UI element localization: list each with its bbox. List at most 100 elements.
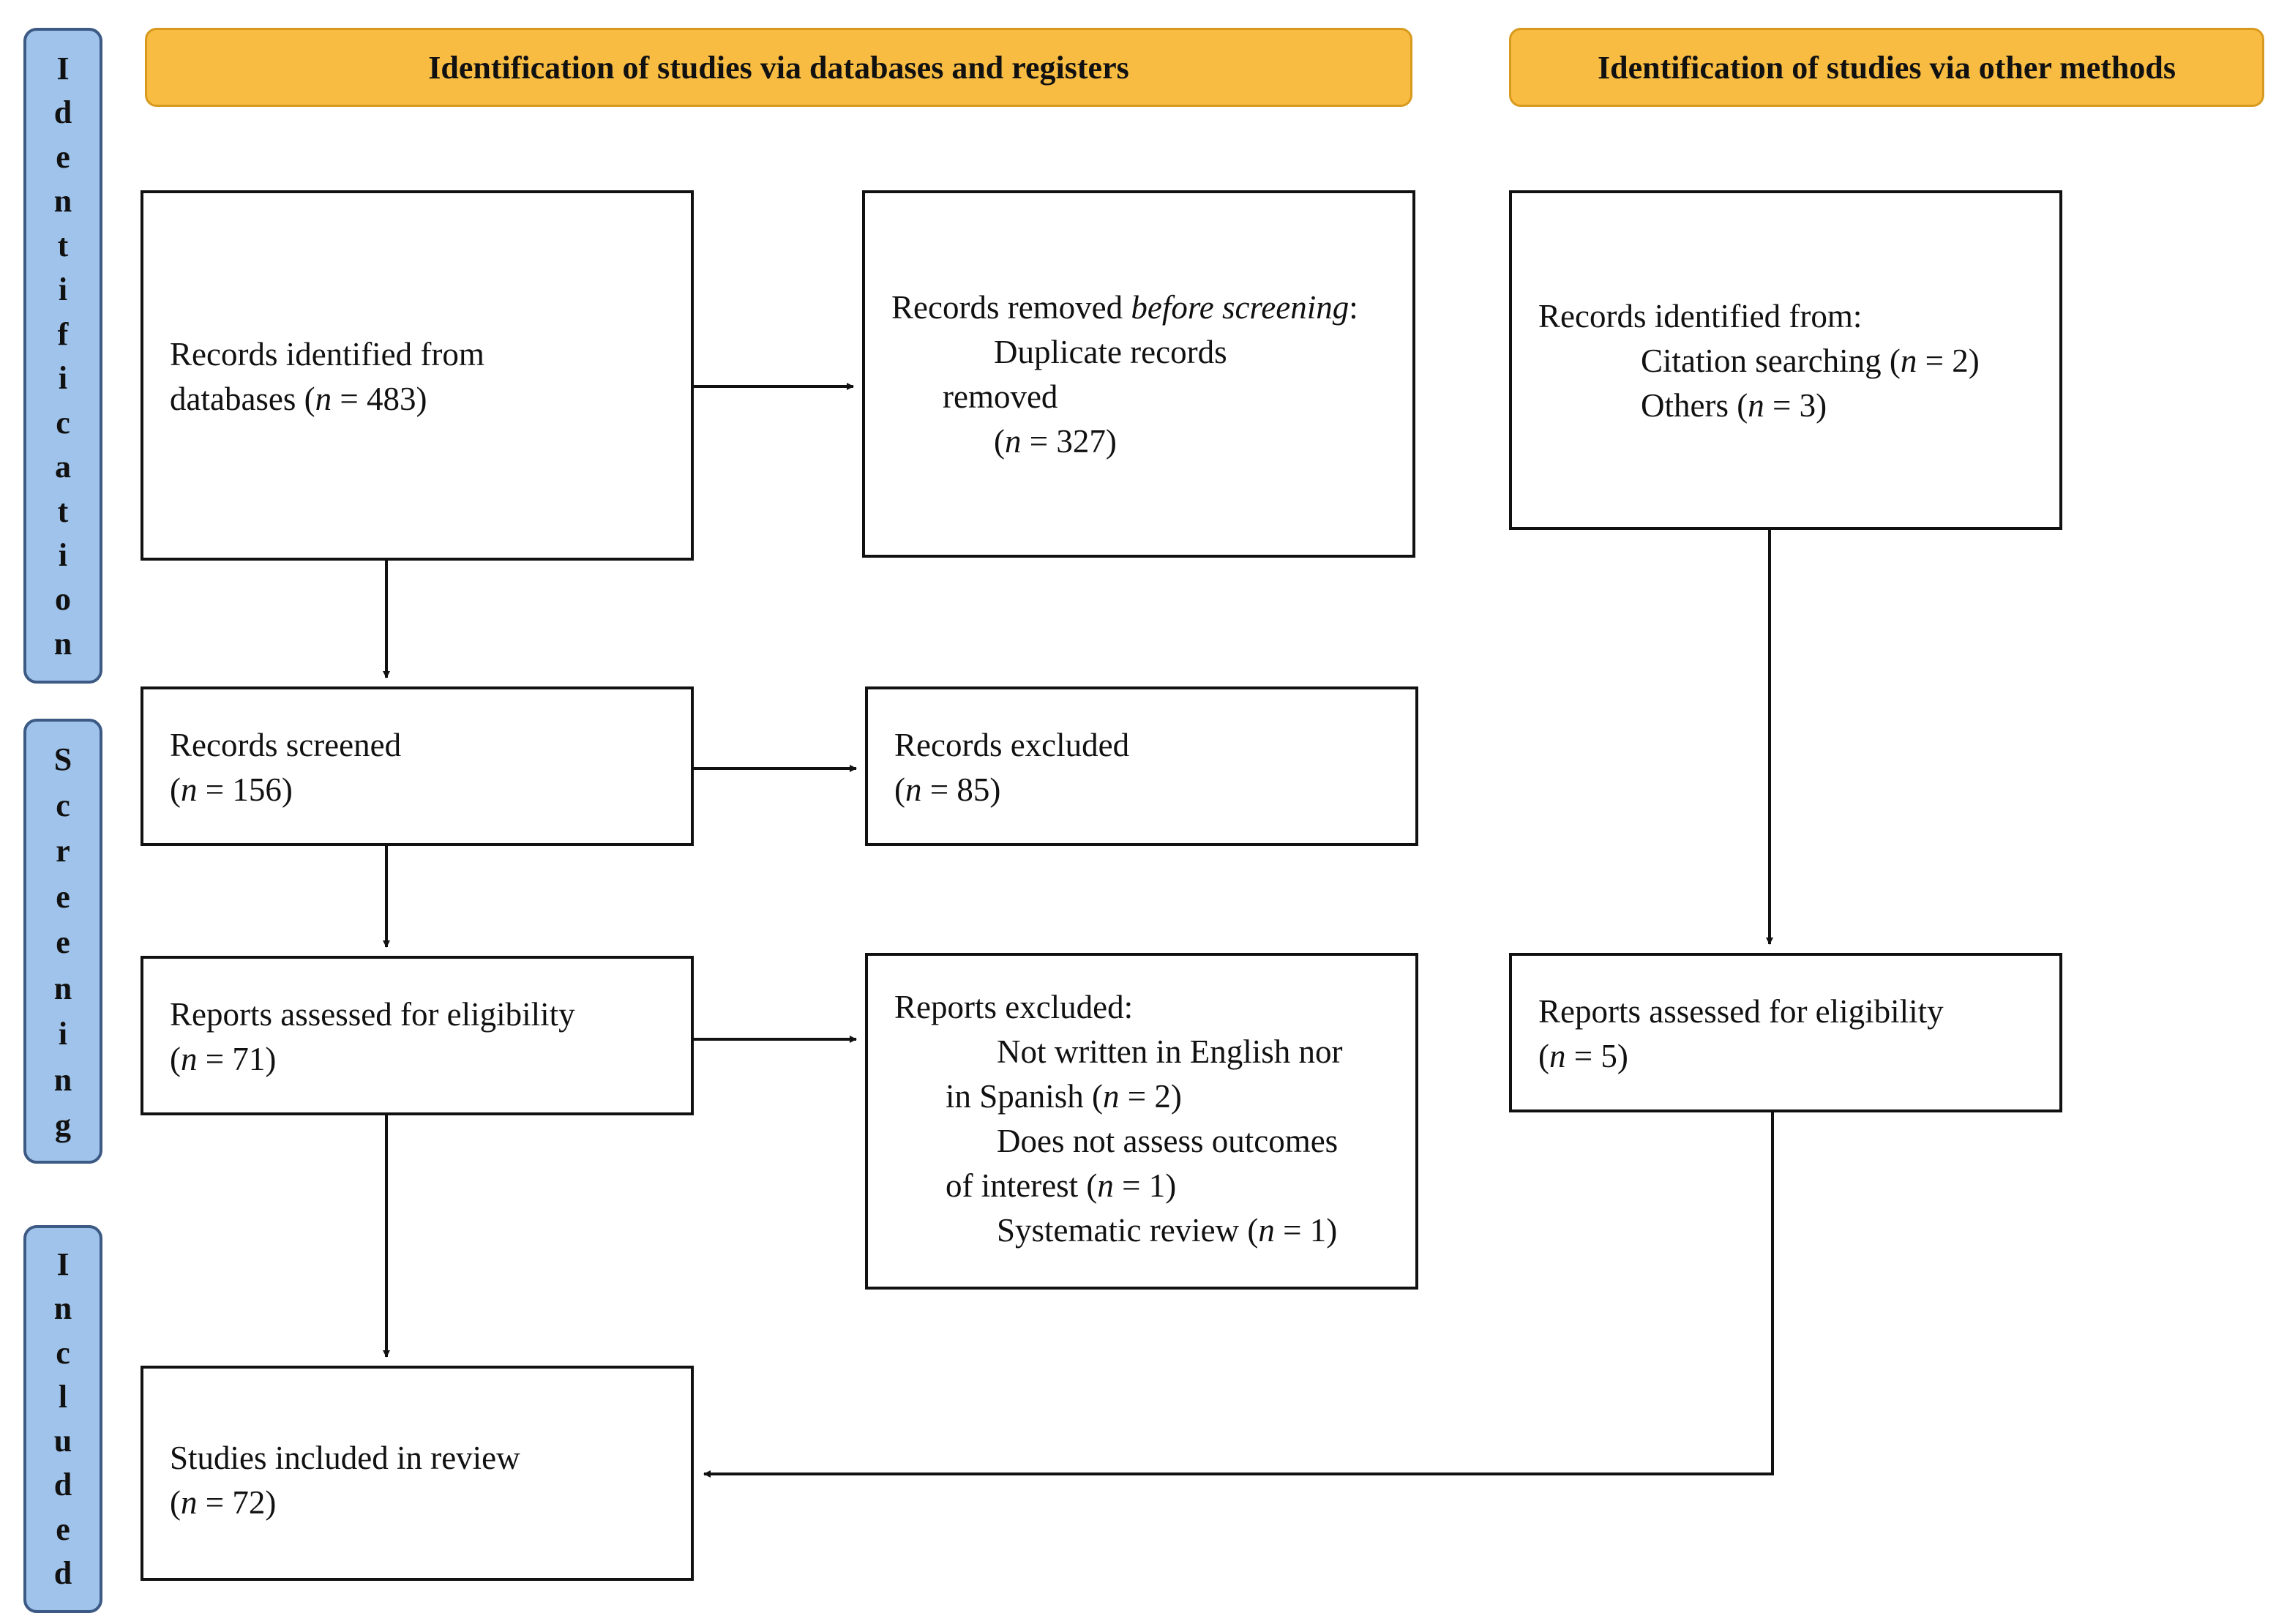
- n-label: n: [1549, 1038, 1566, 1074]
- reports-excluded-line5: of interest (n = 1): [894, 1164, 1415, 1208]
- text-part: = 1): [1274, 1212, 1338, 1249]
- text-part: of interest (: [946, 1167, 1098, 1204]
- n-label: n: [1097, 1167, 1114, 1204]
- text-part: = 85): [921, 771, 1001, 808]
- phase-letter: e: [56, 878, 70, 915]
- studies-included-box: Studies included in review (n = 72): [141, 1366, 694, 1581]
- text-part: Citation searching (: [1641, 343, 1901, 379]
- phase-letter: I: [56, 50, 70, 86]
- phase-letter: e: [56, 924, 70, 960]
- reports-assessed-other-box: Reports assessed for eligibility (n = 5): [1509, 953, 2062, 1112]
- text-part: = 3): [1764, 387, 1827, 424]
- arrow-other-assessed-to-included: [703, 1112, 1774, 1478]
- records-removed-line1: Records removed before screening:: [891, 285, 1412, 330]
- reports-assessed-line2: (n = 71): [170, 1037, 691, 1082]
- phase-letter: l: [58, 1378, 68, 1415]
- n-label: n: [181, 1041, 198, 1077]
- phase-letter: a: [55, 449, 71, 485]
- records-removed-line3: removed: [943, 378, 1058, 415]
- phase-letter: d: [53, 1467, 72, 1503]
- phase-letter: e: [56, 1511, 70, 1547]
- reports-excluded-line4: Does not assess outcomes: [997, 1123, 1339, 1159]
- records-other-line3: Others (n = 3): [1538, 383, 2059, 428]
- text-part: in Spanish (: [946, 1078, 1104, 1115]
- reports-assessed-other-line1: Reports assessed for eligibility: [1538, 993, 1944, 1030]
- phase-letter: c: [56, 1334, 70, 1371]
- text-part: Others (: [1641, 387, 1748, 424]
- n-label: n: [181, 1484, 198, 1521]
- text-part: = 5): [1565, 1038, 1628, 1074]
- records-screened-box: Records screened (n = 156): [141, 686, 694, 846]
- phase-letter: I: [56, 1246, 70, 1282]
- n-label: n: [1748, 387, 1764, 424]
- studies-included-line2: (n = 72): [170, 1481, 691, 1525]
- records-screened-line2: (n = 156): [170, 768, 691, 812]
- text-part: = 1): [1113, 1167, 1177, 1204]
- reports-assessed-line1: Reports assessed for eligibility: [170, 996, 575, 1033]
- text-part: (: [170, 1484, 181, 1521]
- header-databases-registers: Identification of studies via databases …: [145, 28, 1412, 107]
- records-removed-line2: Duplicate records: [994, 334, 1227, 370]
- records-identified-line2: databases (n = 483): [170, 377, 691, 422]
- studies-included-line1: Studies included in review: [170, 1440, 520, 1476]
- text-part: = 72): [197, 1484, 277, 1521]
- text-part: = 2): [1917, 343, 1980, 379]
- phase-letter: c: [56, 404, 70, 441]
- records-removed-box: Records removed before screening: Duplic…: [862, 190, 1415, 558]
- n-label: n: [1103, 1078, 1120, 1115]
- text-part: = 327): [1021, 423, 1117, 460]
- phase-letter: S: [53, 741, 72, 777]
- reports-excluded-line2: Not written in English nor: [997, 1033, 1343, 1070]
- n-label: n: [1900, 343, 1917, 379]
- header-other-methods: Identification of studies via other meth…: [1509, 28, 2264, 107]
- text-part: (: [1538, 1038, 1549, 1074]
- records-other-line1: Records identified from:: [1538, 298, 1863, 334]
- phase-letter: n: [53, 183, 72, 220]
- text-part: Records removed: [891, 289, 1131, 326]
- phase-letter: e: [56, 138, 70, 175]
- text-part: Systematic review (: [997, 1212, 1259, 1249]
- text-part: = 156): [197, 771, 293, 808]
- phase-letter: n: [53, 1061, 72, 1098]
- n-label: n: [315, 381, 332, 417]
- phase-letter: t: [57, 227, 69, 263]
- text-part: = 2): [1119, 1078, 1182, 1115]
- reports-assessed-other-line2: (n = 5): [1538, 1034, 2059, 1079]
- n-label: n: [181, 771, 198, 808]
- before-screening-text: before screening: [1131, 289, 1349, 326]
- phase-letter: n: [53, 970, 72, 1006]
- phase-letter: n: [53, 625, 72, 662]
- text-part: (: [170, 1041, 181, 1077]
- text-part: = 71): [197, 1041, 277, 1077]
- text-part: (: [994, 423, 1005, 460]
- records-identified-box: Records identified from databases (n = 4…: [141, 190, 694, 561]
- phase-letter: f: [57, 315, 69, 352]
- text-part: :: [1349, 289, 1358, 326]
- n-label: n: [1258, 1212, 1275, 1249]
- records-other-methods-box: Records identified from: Citation search…: [1509, 190, 2062, 530]
- text-part: databases (: [170, 381, 315, 417]
- phase-letter: c: [56, 787, 70, 823]
- n-label: n: [905, 771, 922, 808]
- phase-letter: i: [58, 536, 68, 573]
- reports-excluded-line6: Systematic review (n = 1): [894, 1208, 1415, 1253]
- text-part: (: [170, 771, 181, 808]
- records-excluded-box: Records excluded (n = 85): [865, 686, 1418, 846]
- phase-letter: u: [53, 1423, 72, 1459]
- records-screened-line1: Records screened: [170, 727, 402, 763]
- records-excluded-line1: Records excluded: [894, 727, 1130, 763]
- phase-letter: r: [56, 833, 70, 869]
- records-removed-line4: (n = 327): [891, 419, 1412, 464]
- phase-letter: g: [55, 1107, 71, 1143]
- phase-letter: i: [58, 360, 68, 397]
- phase-letter: i: [58, 1016, 68, 1052]
- reports-excluded-line1: Reports excluded:: [894, 989, 1134, 1025]
- phase-letter: o: [55, 581, 71, 618]
- phase-letter: d: [53, 94, 72, 131]
- records-identified-line1: Records identified from: [170, 336, 484, 373]
- reports-excluded-line3: in Spanish (n = 2): [894, 1074, 1415, 1119]
